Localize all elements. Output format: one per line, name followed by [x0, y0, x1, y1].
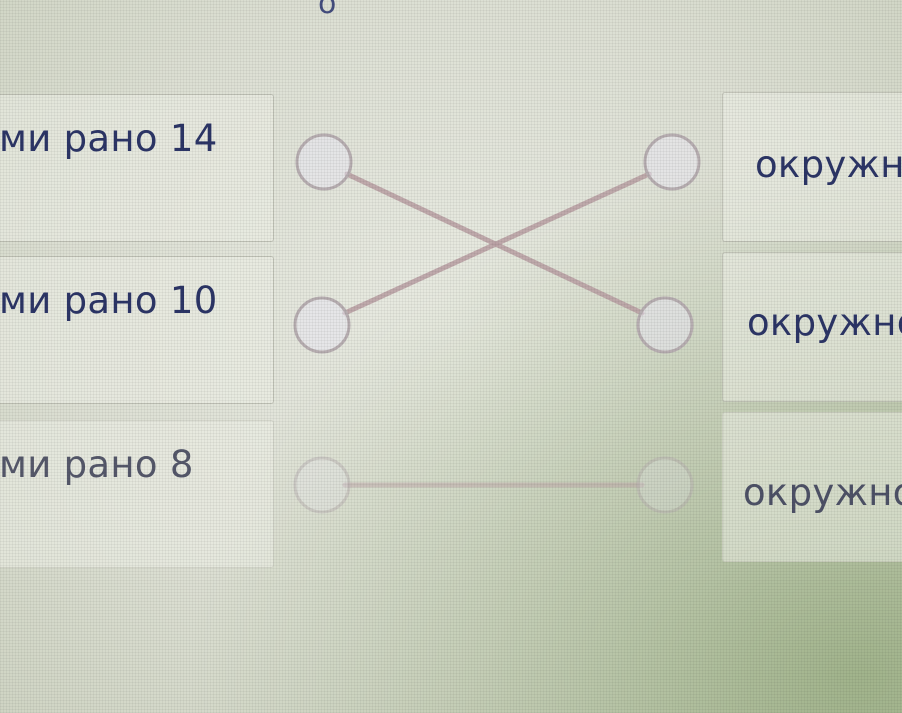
- left-connector-handle[interactable]: [293, 456, 351, 514]
- right-card-label: окружн: [755, 143, 902, 186]
- left-connector-handle[interactable]: [295, 133, 353, 191]
- right-connector-handle[interactable]: [636, 296, 694, 354]
- right-match-card[interactable]: окружно: [722, 252, 902, 402]
- right-card-label: окружно: [747, 301, 902, 344]
- left-connector-handle[interactable]: [293, 296, 351, 354]
- left-card-label: ми рано 14: [0, 117, 218, 160]
- right-connector-handle[interactable]: [636, 456, 694, 514]
- left-match-card[interactable]: ми рано 14: [0, 94, 274, 242]
- right-connector-handle[interactable]: [643, 133, 701, 191]
- left-match-card[interactable]: ми рано 10: [0, 256, 274, 404]
- left-card-label: ми рано 8: [0, 443, 194, 486]
- left-match-card[interactable]: ми рано 8: [0, 420, 274, 568]
- right-match-card[interactable]: окружн: [722, 92, 902, 242]
- match-link-line: [342, 171, 652, 316]
- right-card-label: окружно: [743, 471, 902, 514]
- partial-heading-glyph: о: [318, 0, 337, 21]
- left-card-label: ми рано 10: [0, 279, 218, 322]
- right-match-card[interactable]: окружно: [722, 412, 902, 562]
